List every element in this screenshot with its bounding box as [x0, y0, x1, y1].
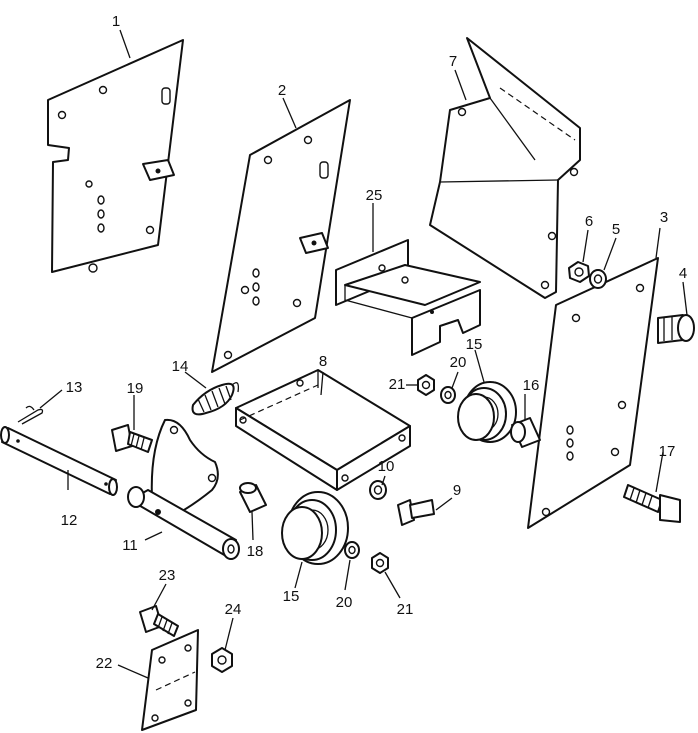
callout-25: 25 [366, 187, 383, 204]
part-15-pulley-upper [457, 381, 517, 443]
callout-12: 12 [61, 512, 78, 529]
callout-24: 24 [225, 601, 242, 618]
part-3-side-plate [527, 257, 659, 529]
part-15-pulley-lower [281, 491, 349, 565]
callout-8: 8 [319, 353, 327, 370]
leader-lines [39, 29, 688, 679]
part-17-bolt [623, 484, 681, 523]
part-21-nut-lower [371, 552, 389, 574]
callout-1: 1 [112, 13, 120, 30]
callout-5: 5 [612, 221, 620, 238]
part-2-side-plate [211, 99, 351, 373]
callout-22: 22 [96, 655, 113, 672]
part-4-bolt [657, 314, 695, 344]
callout-18: 18 [247, 543, 264, 560]
part-12-shaft [0, 426, 118, 496]
callout-15-lower: 15 [283, 588, 300, 605]
part-8-pan-bracket [235, 369, 411, 491]
callout-17: 17 [659, 443, 676, 460]
callout-6: 6 [585, 213, 593, 230]
callout-14: 14 [172, 358, 189, 375]
part-22-plate [141, 629, 199, 731]
part-21-nut-upper [417, 374, 435, 396]
part-7-shield [429, 37, 581, 299]
callout-numbers: 1 2 3 4 5 6 7 8 9 10 11 12 13 14 15 15 1… [61, 13, 688, 672]
callout-9: 9 [453, 482, 461, 499]
callout-19: 19 [127, 380, 144, 397]
part-16-bushing [510, 417, 541, 448]
part-20-washer-upper [440, 386, 456, 404]
callout-23: 23 [159, 567, 176, 584]
callout-21-lower: 21 [397, 601, 414, 618]
part-25-bracket [335, 239, 481, 356]
callout-20-lower: 20 [336, 594, 353, 611]
part-6-nut [568, 261, 590, 283]
callout-7: 7 [449, 53, 457, 70]
part-1-side-plate [47, 39, 184, 273]
part-10-washer [369, 480, 387, 500]
part-14-spring [191, 382, 240, 416]
callout-10: 10 [378, 458, 395, 475]
part-11-idler-arm [127, 418, 240, 560]
callout-2: 2 [278, 82, 286, 99]
part-5-washer [589, 269, 607, 289]
part-24-nut [211, 647, 233, 673]
callout-3: 3 [660, 209, 668, 226]
callout-16: 16 [523, 377, 540, 394]
part-23-bolt [139, 605, 179, 637]
callout-15-upper: 15 [466, 336, 483, 353]
part-19-bolt [111, 424, 153, 453]
callout-13: 13 [66, 379, 83, 396]
part-18-bushing [239, 482, 267, 513]
callout-11: 11 [122, 537, 138, 554]
part-13-cotter-pin [17, 405, 44, 425]
callout-20-upper: 20 [450, 354, 467, 371]
part-9-bolt [397, 499, 435, 526]
callout-21-upper: 21 [389, 376, 406, 393]
callout-4: 4 [679, 265, 687, 282]
part-20-washer-lower [344, 541, 360, 559]
